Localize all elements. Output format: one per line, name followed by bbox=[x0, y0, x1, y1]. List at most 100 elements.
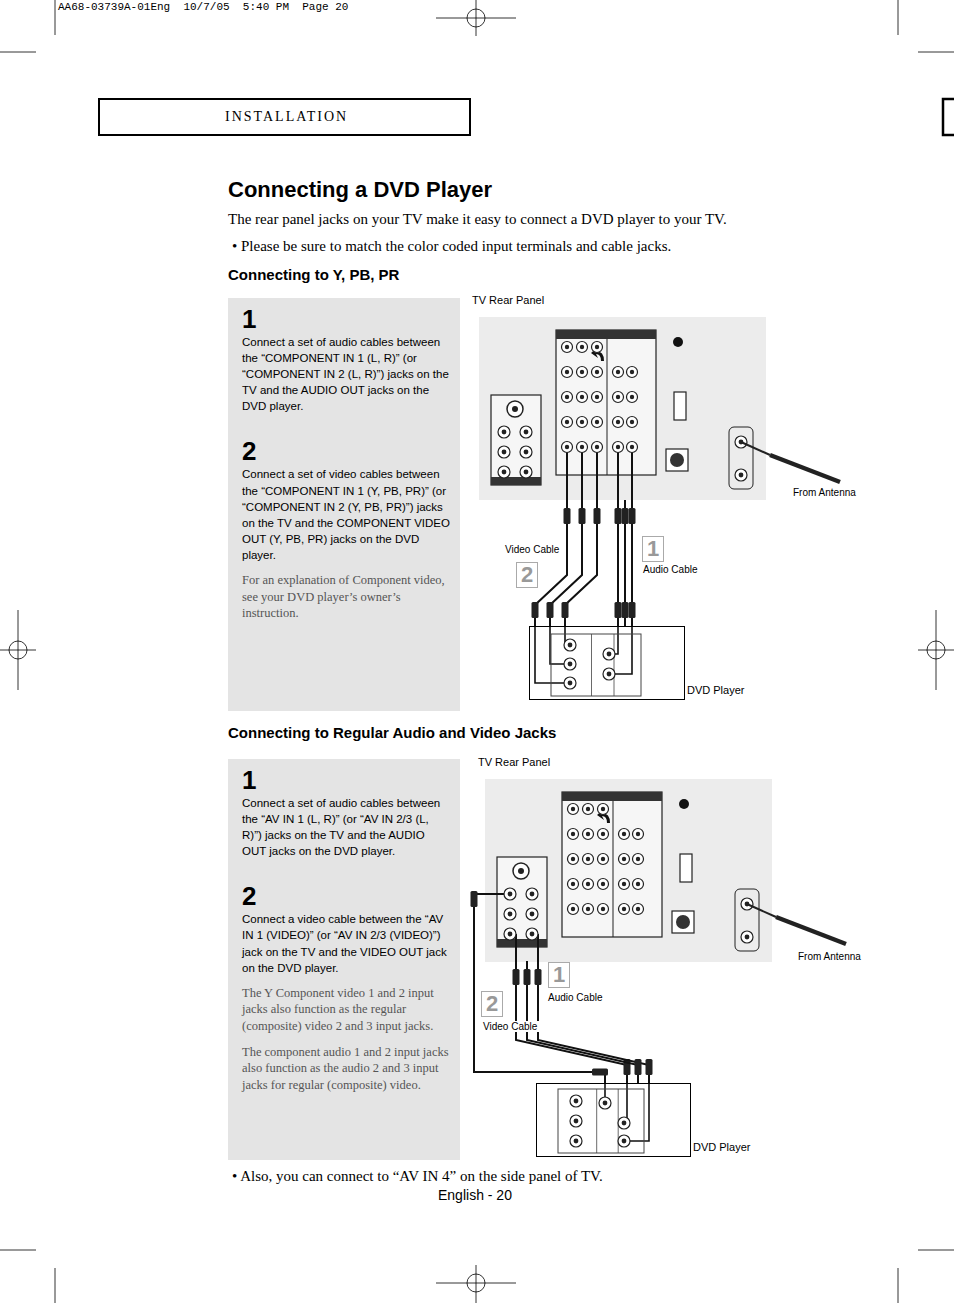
jack bbox=[498, 426, 510, 438]
step-text: Connect a set of audio cables between th… bbox=[242, 795, 450, 859]
jack-pin bbox=[601, 907, 605, 911]
jack-pin bbox=[571, 807, 575, 811]
step-num: 1 bbox=[242, 767, 450, 793]
component-module bbox=[556, 330, 656, 475]
plate-divider bbox=[597, 1089, 619, 1153]
jack bbox=[603, 648, 615, 660]
crop-mark bbox=[0, 1250, 36, 1251]
module-strip bbox=[556, 330, 656, 339]
jack bbox=[520, 466, 532, 478]
cable-plug bbox=[622, 602, 629, 618]
jack-pin bbox=[568, 662, 573, 667]
remote-port bbox=[673, 337, 683, 347]
cable-label: Video Cable bbox=[503, 544, 561, 555]
jack bbox=[568, 904, 579, 915]
jack-pin bbox=[607, 652, 612, 657]
jack-pin bbox=[636, 882, 640, 886]
jack bbox=[598, 804, 609, 815]
jack-pin bbox=[603, 1101, 608, 1106]
jack bbox=[498, 466, 510, 478]
crop-mark bbox=[936, 610, 937, 690]
jack-pin bbox=[745, 935, 750, 940]
service-port bbox=[674, 392, 686, 420]
jack bbox=[583, 829, 594, 840]
jack-pin bbox=[595, 395, 599, 399]
jack bbox=[526, 928, 538, 940]
jack bbox=[562, 367, 573, 378]
callout-number: 1 bbox=[642, 536, 664, 562]
jack bbox=[562, 442, 573, 453]
page-title: Connecting a DVD Player bbox=[228, 177, 492, 203]
jack-pin bbox=[636, 857, 640, 861]
jack bbox=[526, 908, 538, 920]
bullet-note: • Please be sure to match the color code… bbox=[232, 238, 671, 255]
crop-mark bbox=[898, 0, 899, 35]
cable-plug bbox=[646, 1059, 653, 1075]
jack-pin bbox=[622, 907, 626, 911]
jack-pin bbox=[630, 445, 634, 449]
jack bbox=[520, 426, 532, 438]
jack-pin bbox=[586, 907, 590, 911]
cable-plug bbox=[615, 602, 622, 618]
jack bbox=[583, 879, 594, 890]
jack bbox=[598, 829, 609, 840]
cable-plug bbox=[562, 602, 569, 618]
jack-pin bbox=[502, 450, 507, 455]
jack-pin bbox=[580, 345, 584, 349]
jack-pin bbox=[601, 882, 605, 886]
jack-pin bbox=[571, 882, 575, 886]
jack-pin bbox=[580, 395, 584, 399]
jack-pin bbox=[568, 681, 573, 686]
jack bbox=[504, 888, 516, 900]
cable-plug bbox=[579, 508, 586, 524]
jack-pin bbox=[524, 430, 529, 435]
jack bbox=[619, 904, 630, 915]
bullet-note: • Also, you can connect to “AV IN 4” on … bbox=[232, 1168, 603, 1185]
step-text: Connect a set of video cables between th… bbox=[242, 466, 450, 563]
jack bbox=[564, 639, 576, 651]
cable-plug bbox=[635, 1059, 642, 1075]
jack bbox=[592, 417, 603, 428]
cable-wire bbox=[535, 626, 570, 683]
cable-plug bbox=[629, 602, 636, 618]
jack-pin bbox=[524, 470, 529, 475]
cable-plug bbox=[535, 969, 542, 985]
cable bbox=[527, 961, 638, 1083]
jack-pin bbox=[622, 1121, 627, 1126]
cable-wire bbox=[566, 447, 568, 500]
jack-pin bbox=[574, 1099, 579, 1104]
registration-target bbox=[927, 641, 945, 659]
jack bbox=[603, 668, 615, 680]
cable-label: Audio Cable bbox=[641, 564, 699, 575]
subheading: Connecting to Regular Audio and Video Ja… bbox=[228, 724, 556, 741]
jack-pin bbox=[616, 445, 620, 449]
jack bbox=[735, 469, 747, 481]
antenna-bracket bbox=[735, 889, 759, 951]
instruction-panel: 1Connect a set of audio cables between t… bbox=[228, 298, 460, 711]
jack-plate bbox=[558, 1089, 644, 1153]
cable-plug bbox=[547, 602, 554, 618]
callout-number: 2 bbox=[516, 562, 538, 588]
optical-out bbox=[666, 449, 688, 471]
callout-number: 2 bbox=[481, 991, 503, 1017]
jack-pin bbox=[565, 445, 569, 449]
jack bbox=[583, 854, 594, 865]
jack bbox=[598, 854, 609, 865]
crop-mark bbox=[476, 1265, 477, 1303]
jack-pin bbox=[571, 832, 575, 836]
jack-pin bbox=[508, 892, 513, 897]
jack bbox=[618, 1117, 630, 1129]
jack bbox=[568, 804, 579, 815]
module-strip bbox=[491, 477, 541, 485]
jack bbox=[619, 879, 630, 890]
plate-divider bbox=[592, 634, 615, 696]
jack bbox=[577, 342, 588, 353]
jack bbox=[577, 367, 588, 378]
jack-pin bbox=[622, 832, 626, 836]
jack bbox=[564, 677, 576, 689]
jack bbox=[564, 658, 576, 670]
jack bbox=[498, 446, 510, 458]
cable-wire bbox=[624, 1083, 649, 1141]
dvd-label: DVD Player bbox=[693, 1141, 750, 1153]
jack-pin bbox=[622, 1139, 627, 1144]
